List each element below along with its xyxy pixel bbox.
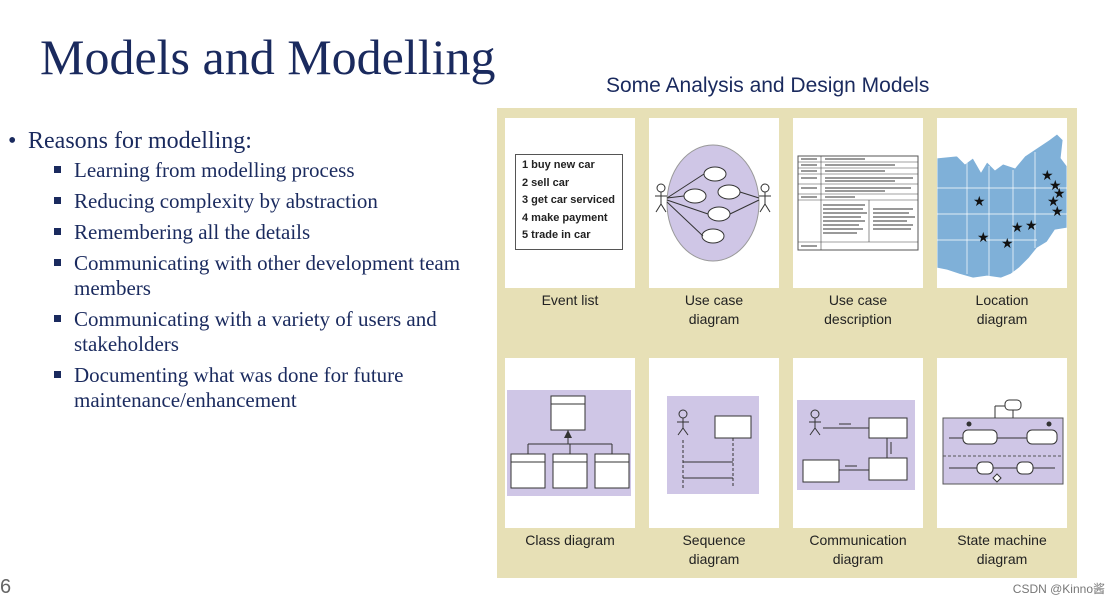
class-diagram-card — [505, 358, 635, 528]
card-caption: Location diagram — [932, 291, 1072, 329]
caption-line: diagram — [688, 551, 740, 567]
svg-text:★: ★ — [1049, 178, 1062, 194]
caption-line: description — [824, 311, 892, 327]
use-case-diagram-illustration — [655, 144, 771, 262]
sequence-diagram-card — [649, 358, 779, 528]
class-diagram-illustration — [507, 390, 631, 496]
svg-text:★: ★ — [1053, 186, 1066, 202]
caption-line: Sequence — [682, 532, 746, 548]
caption-line: diagram — [688, 311, 740, 327]
location-diagram-illustration: ★★★ ★★★ ★★★ ★ — [936, 133, 1068, 279]
use-case-diagram-card — [649, 118, 779, 288]
svg-text:★: ★ — [1047, 194, 1060, 210]
slide-title: Models and Modelling — [40, 29, 496, 85]
card-caption: Use case diagram — [644, 291, 784, 329]
bullet-main: Reasons for modelling: Learning from mod… — [8, 126, 488, 413]
svg-text:★: ★ — [1051, 204, 1064, 220]
caption-line: Location — [975, 292, 1029, 308]
bullet-main-text: Reasons for modelling: — [28, 128, 252, 154]
caption-line: diagram — [832, 551, 884, 567]
event-list-card: 1 buy new car 2 sell car 3 get car servi… — [505, 118, 635, 288]
caption-line: Use case — [684, 292, 744, 308]
communication-diagram-card — [793, 358, 923, 528]
sub-bullet-item: Documenting what was done for future mai… — [54, 363, 488, 413]
state-machine-diagram-card — [937, 358, 1067, 528]
page-number: 6 — [0, 576, 12, 598]
svg-text:★: ★ — [1001, 236, 1014, 252]
caption-line: diagram — [976, 551, 1028, 567]
sub-bullet-item: Communicating with other development tea… — [54, 251, 488, 301]
card-caption: Class diagram — [500, 531, 640, 550]
caption-line: State machine — [957, 532, 1047, 548]
use-case-description-card — [793, 118, 923, 288]
location-diagram-card: ★★★ ★★★ ★★★ ★ — [936, 118, 1068, 288]
event-list-item: 3 get car serviced — [522, 194, 615, 206]
caption-line: Event list — [541, 292, 599, 308]
caption-line: Class diagram — [525, 532, 615, 548]
svg-text:★: ★ — [1041, 168, 1054, 184]
event-list-item: 2 sell car — [522, 176, 570, 189]
state-machine-diagram-illustration — [942, 399, 1064, 485]
watermark: CSDN @Kinno酱 — [1012, 582, 1105, 596]
models-panel: 1 buy new car 2 sell car 3 get car servi… — [497, 108, 1077, 578]
panel-heading: Some Analysis and Design Models — [606, 74, 930, 97]
bullet-list: Reasons for modelling: Learning from mod… — [8, 126, 488, 419]
caption-line: Use case — [828, 292, 888, 308]
caption-line: diagram — [976, 311, 1028, 327]
use-case-description-illustration — [797, 155, 919, 251]
sequence-diagram-illustration — [667, 396, 759, 494]
svg-text:★: ★ — [977, 230, 990, 246]
sub-bullet-list: Learning from modelling process Reducing… — [28, 158, 488, 413]
event-list-item: 1 buy new car — [522, 159, 595, 171]
sub-bullet-item: Reducing complexity by abstraction — [54, 189, 488, 214]
svg-text:★: ★ — [1025, 218, 1038, 234]
svg-text:★: ★ — [973, 194, 986, 210]
event-list-item: 5 trade in car — [522, 229, 591, 241]
card-caption: Sequence diagram — [644, 531, 784, 569]
sub-bullet-item: Communicating with a variety of users an… — [54, 307, 488, 357]
event-list-box: 1 buy new car 2 sell car 3 get car servi… — [515, 154, 623, 250]
card-caption: State machine diagram — [932, 531, 1072, 569]
communication-diagram-illustration — [797, 400, 915, 490]
card-caption: Event list — [500, 291, 640, 310]
sub-bullet-item: Learning from modelling process — [54, 158, 488, 183]
card-caption: Communication diagram — [788, 531, 928, 569]
event-list-item: 4 make payment — [522, 211, 608, 224]
card-caption: Use case description — [788, 291, 928, 329]
sub-bullet-item: Remembering all the details — [54, 220, 488, 245]
caption-line: Communication — [809, 532, 907, 548]
svg-text:★: ★ — [1011, 220, 1024, 236]
